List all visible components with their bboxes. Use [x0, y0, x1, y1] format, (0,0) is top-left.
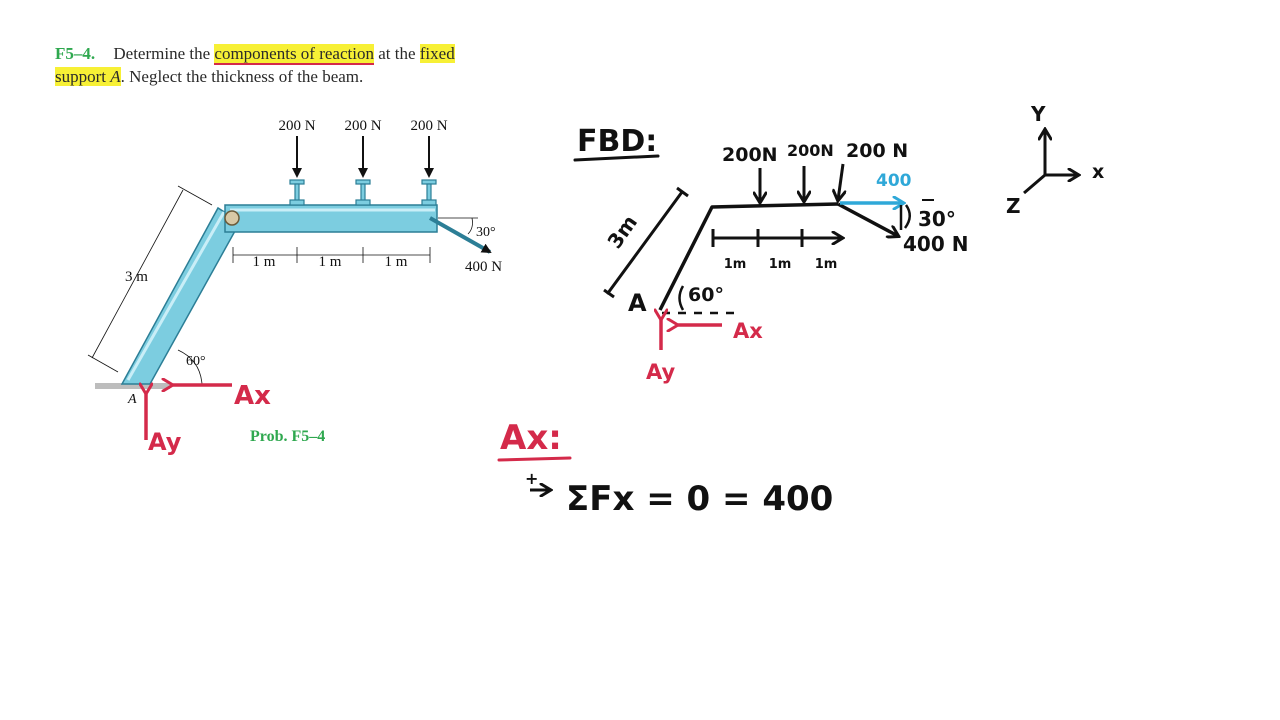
fbd-seg-1: 1m — [724, 257, 747, 272]
cable-force-arrow — [429, 216, 492, 254]
load-label-3: 200 N — [410, 118, 447, 134]
fbd-length-label: 3m — [602, 211, 642, 253]
cable-angle-arc — [467, 217, 473, 235]
base-angle-arc — [177, 349, 203, 385]
fbd-seg-3: 1m — [815, 257, 838, 272]
fbd-title-underline — [573, 154, 660, 162]
length-extension-2 — [177, 185, 213, 206]
axis-y-label: Y — [1030, 102, 1046, 126]
base-angle-label: 60° — [186, 354, 206, 369]
dim-label-3: 1 m — [385, 254, 408, 270]
work-sign: + — [525, 469, 538, 488]
coordinate-axes: Y x Z — [1006, 102, 1104, 218]
axis-z-label: Z — [1006, 194, 1021, 218]
fbd-force-arrow — [837, 202, 898, 236]
beam-highlight — [126, 211, 226, 381]
load-label-2: 200 N — [344, 118, 381, 134]
fbd-title: FBD: — [577, 124, 657, 159]
fbd-top-angle-arc — [903, 204, 911, 229]
point-a-label: A — [127, 392, 137, 407]
fbd-base-angle-arc — [678, 285, 685, 311]
problem-text-2: at the — [378, 44, 416, 63]
work-equation: ΣFx = 0 = 400 — [566, 479, 833, 519]
length-extension-1 — [87, 354, 119, 373]
textbook-figure: 200 N 200 N 200 N 30° 400 N 1 m 1 m 1 m … — [87, 118, 502, 456]
reaction-ax-label: Ax — [234, 381, 271, 411]
fbd-load-3: 200 N — [846, 140, 908, 162]
dimension-ticks — [232, 247, 431, 263]
cable-angle-label: 30° — [476, 225, 496, 240]
highlight-components: components of reaction — [214, 44, 374, 65]
problem-number: F5–4. — [55, 44, 96, 63]
fbd-base-angle: 60° — [688, 284, 724, 306]
problem-statement: F5–4. Determine the components of reacti… — [55, 42, 575, 88]
load-posts — [289, 179, 437, 206]
length-dimension-line — [91, 189, 184, 359]
figure-caption: Prob. F5–4 — [250, 428, 325, 445]
problem-text-1: Determine the — [113, 44, 211, 63]
fbd-seg-2: 1m — [769, 257, 792, 272]
dim-label-2: 1 m — [319, 254, 342, 270]
free-body-diagram: FBD: 200N 200N 200 N 400 30° 400 N 3m 1m — [573, 124, 968, 384]
fbd-length-line — [606, 190, 684, 295]
work-heading-underline — [497, 456, 572, 462]
highlight-fixed: fixed — [419, 44, 455, 63]
fbd-load-2: 200N — [787, 141, 834, 160]
dim-label-1: 1 m — [253, 254, 276, 270]
fbd-dim-ticks — [711, 229, 804, 247]
highlight-point-a: A — [110, 67, 121, 86]
fbd-length-tick-1 — [603, 288, 615, 299]
load-label-1: 200 N — [278, 118, 315, 134]
work-heading: Ax: — [500, 418, 562, 458]
fbd-load-1: 200N — [722, 144, 778, 166]
beam-joint — [224, 210, 240, 226]
fbd-point-a: A — [628, 289, 647, 317]
fbd-load-arrow-3 — [838, 163, 843, 200]
length-label: 3 m — [125, 269, 148, 285]
fbd-force-label: 400 N — [903, 232, 968, 256]
problem-text-3: . Neglect the thickness of the beam. — [120, 67, 364, 86]
highlight-support: support — [55, 67, 106, 86]
ground-support — [95, 383, 170, 389]
fbd-component-label: 400 — [876, 171, 912, 191]
cable-force-label: 400 N — [465, 259, 502, 275]
reaction-ay-label: Ay — [148, 428, 182, 456]
fbd-length-tick-2 — [676, 186, 689, 198]
fbd-beam — [658, 202, 839, 311]
fbd-top-angle: 30° — [918, 207, 956, 231]
axis-x-label: x — [1092, 161, 1104, 183]
equilibrium-work: Ax: + ΣFx = 0 = 400 — [497, 418, 833, 519]
fbd-ax-label: Ax — [733, 319, 763, 343]
fbd-ay-label: Ay — [646, 360, 676, 384]
axis-z-line — [1023, 173, 1046, 195]
